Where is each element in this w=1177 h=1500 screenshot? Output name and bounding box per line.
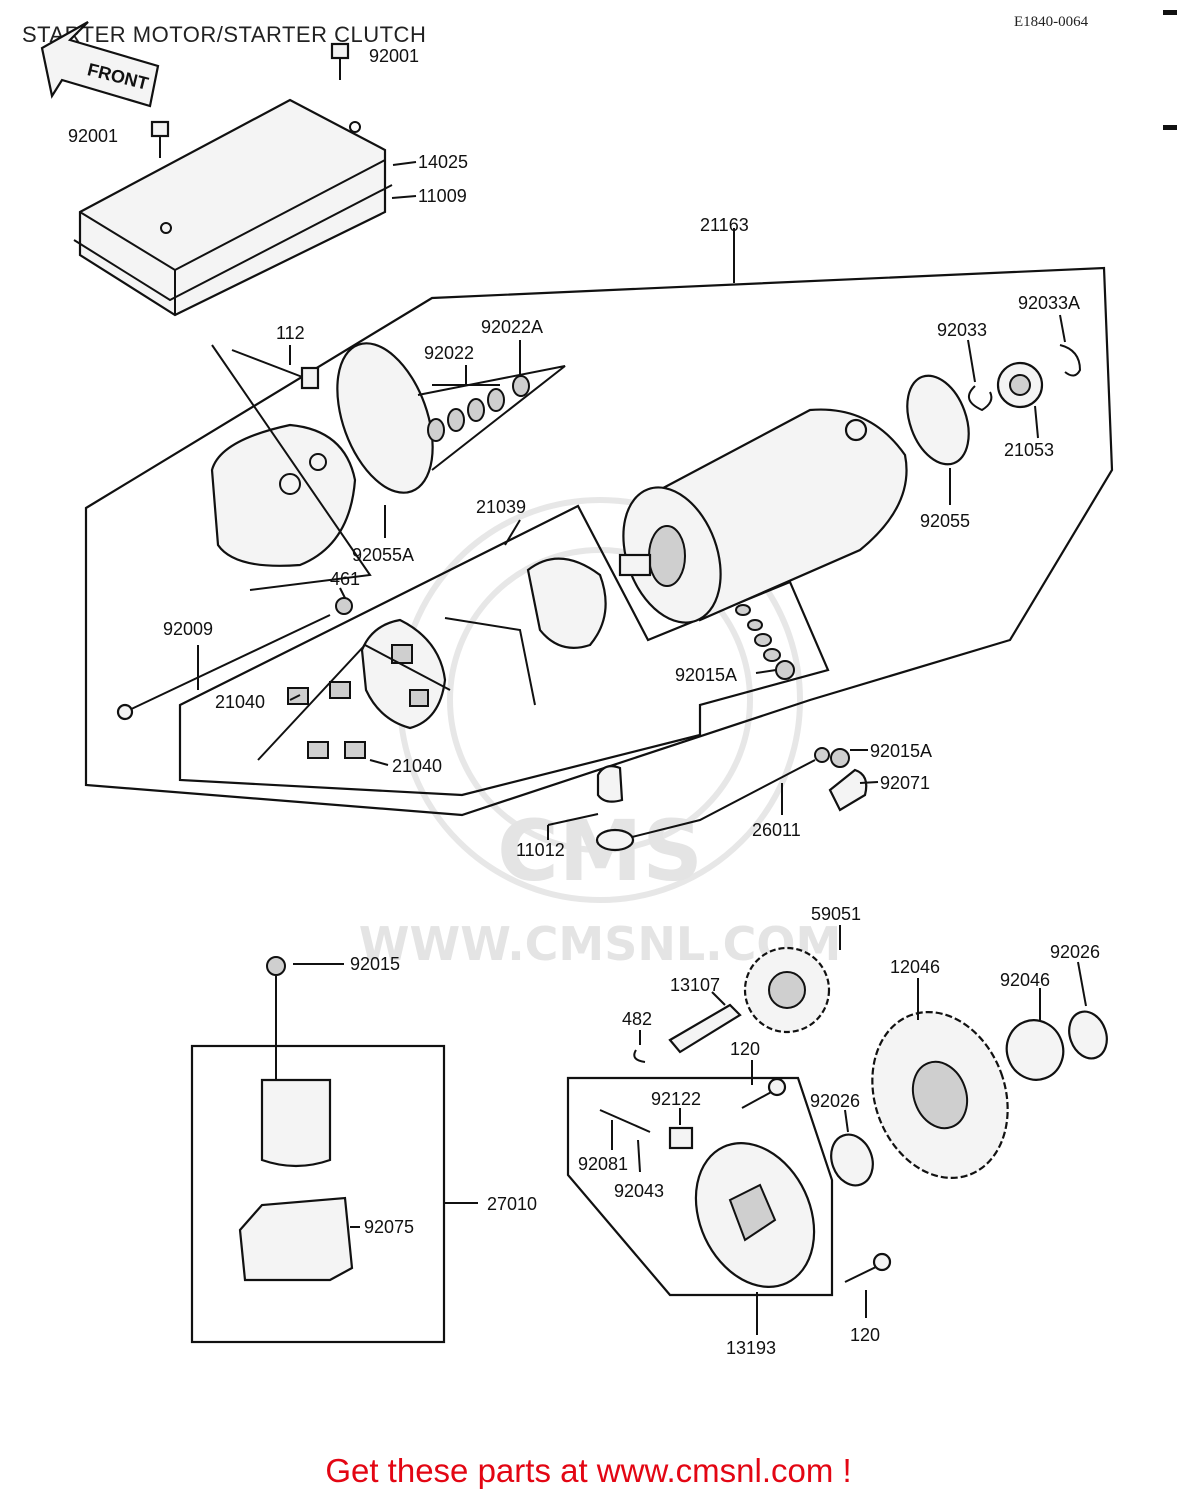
part-label: 92081 — [578, 1154, 628, 1174]
part-label: 92055A — [352, 545, 414, 565]
part-label: 26011 — [752, 820, 801, 840]
edge-mark — [1163, 125, 1177, 130]
starter-gear-icon — [871, 1010, 1009, 1180]
end-cover — [210, 423, 357, 567]
part-label: 21040 — [215, 692, 265, 712]
part-label: 112 — [276, 323, 305, 343]
relay-icon — [260, 956, 332, 1168]
part-label: 120 — [730, 1039, 760, 1059]
part-label: 92033A — [1018, 293, 1080, 313]
pinion-gear-icon — [996, 361, 1044, 409]
part-label: 92043 — [614, 1181, 664, 1201]
clip-icon — [633, 1049, 646, 1063]
sprocket-icon — [743, 946, 831, 1034]
bolt-icon — [330, 42, 350, 80]
shaft-icon — [668, 1003, 742, 1054]
part-label: 92001 — [369, 46, 419, 66]
part-label: 21053 — [1004, 440, 1054, 460]
part-label: 27010 — [487, 1194, 537, 1214]
starter-cover — [73, 98, 393, 317]
part-label: 92015A — [675, 665, 737, 685]
terminal-cap — [596, 765, 624, 803]
part-label: 92026 — [810, 1091, 860, 1111]
roller-icon — [668, 1126, 694, 1150]
part-label: 14025 — [418, 152, 468, 172]
clutch-frame — [566, 1076, 834, 1297]
part-label: 120 — [850, 1325, 880, 1345]
clutch-body — [694, 1142, 816, 1288]
starter-assembly-frame — [84, 266, 1114, 817]
part-label: 92015A — [870, 741, 932, 761]
washer-stack — [427, 375, 530, 442]
diagram-code: E1840-0064 — [1014, 14, 1089, 30]
part-label: 21040 — [392, 756, 442, 776]
brush-icon — [344, 741, 366, 759]
edge-mark — [1163, 10, 1177, 15]
relay-cover — [238, 1196, 354, 1282]
part-label: 92022A — [481, 317, 543, 337]
brush-holder-frame — [178, 504, 830, 797]
long-bolt-icon — [231, 349, 320, 390]
part-label: 92009 — [163, 619, 213, 639]
part-label: 11012 — [516, 840, 565, 860]
footer-cta-link[interactable]: Get these parts at www.cmsnl.com ! — [325, 1452, 852, 1489]
part-number-labels: 92001 92001 14025 11009 21163 112 92022 … — [68, 46, 1100, 1358]
bolt-icon — [741, 1077, 787, 1109]
terminal-cap — [828, 768, 868, 812]
needle-bearing-icon — [1005, 1019, 1065, 1081]
diagram-title: STARTER MOTOR/STARTER CLUTCH — [22, 22, 427, 47]
brush-holder-plate — [360, 618, 447, 730]
watermark-logo-text: CMS — [497, 802, 703, 900]
part-label: 92033 — [937, 320, 987, 340]
exploded-parts-drawing: CMS WWW.CMSNL.COM FRONT — [40, 21, 1114, 1358]
part-label: 92026 — [1050, 942, 1100, 962]
circlip-icon — [967, 385, 993, 412]
part-label: 482 — [622, 1009, 652, 1029]
washer-icon — [830, 1133, 874, 1187]
nut-stack — [735, 604, 795, 680]
spring-icon — [599, 1109, 651, 1133]
part-label: 59051 — [811, 904, 861, 924]
part-label: 92055 — [920, 511, 970, 531]
part-label: 92075 — [364, 1217, 414, 1237]
part-label: 461 — [330, 569, 360, 589]
washer-icon — [1068, 1010, 1108, 1060]
part-label: 92122 — [651, 1089, 701, 1109]
nut-icon — [335, 597, 353, 615]
part-label: 92015 — [350, 954, 400, 974]
part-label: 21039 — [476, 497, 526, 517]
part-label: 13193 — [726, 1338, 776, 1358]
bolt-icon — [150, 120, 170, 158]
bolt-icon — [844, 1252, 892, 1283]
circlip-icon — [1059, 344, 1082, 377]
through-bolt-icon — [116, 614, 331, 721]
relay-frame — [190, 1044, 446, 1344]
part-label: 92001 — [68, 126, 118, 146]
part-label: 92046 — [1000, 970, 1050, 990]
part-label: 12046 — [890, 957, 940, 977]
brush-icon — [329, 681, 351, 699]
nut-icon — [830, 748, 850, 768]
part-label: 92022 — [424, 343, 474, 363]
brush-icon — [307, 741, 329, 759]
part-label: 92071 — [880, 773, 930, 793]
motor-body — [618, 408, 908, 624]
part-label: 13107 — [670, 975, 720, 995]
front-arrow-icon: FRONT — [40, 21, 160, 108]
part-label: 11009 — [418, 186, 467, 206]
part-label: 21163 — [700, 215, 749, 235]
